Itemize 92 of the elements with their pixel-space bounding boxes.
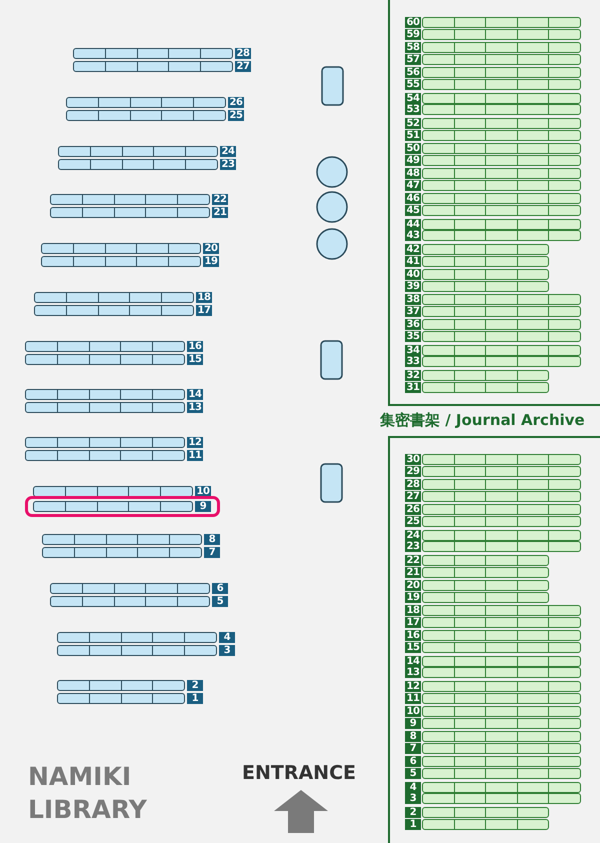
shelf-number: 3 (219, 644, 235, 656)
shelf-number: 20 (203, 243, 219, 254)
shelf-number: 57 (405, 54, 421, 65)
shelf-number: 14 (187, 389, 203, 400)
highlight-frame (25, 496, 220, 516)
shelf-number: 7 (405, 743, 421, 754)
shelf-number: 18 (405, 605, 421, 616)
shelf-number: 18 (196, 292, 212, 303)
shelf-number: 13 (187, 402, 203, 412)
shelf-number: 47 (405, 180, 421, 191)
shelf-number: 53 (405, 104, 421, 116)
shelf-number: 15 (187, 354, 203, 364)
shelf-number: 22 (405, 554, 421, 566)
shelf-number: 39 (405, 280, 421, 292)
shelf-number: 34 (405, 344, 421, 356)
shelf-number: 43 (405, 230, 421, 242)
shelf-number: 38 (405, 294, 421, 306)
shelf-number: 23 (405, 541, 421, 552)
shelf-number: 59 (405, 28, 421, 40)
shelf-number: 12 (405, 680, 421, 692)
shelf-number: 17 (405, 617, 421, 628)
shelf-number: 60 (405, 17, 421, 28)
shelf-number: 48 (405, 168, 421, 180)
shelf-number: 27 (405, 491, 421, 502)
shelf-number: 56 (405, 67, 421, 78)
shelf-number: 50 (405, 143, 421, 154)
shelf-number: 8 (405, 731, 421, 742)
shelf-number: 19 (203, 256, 219, 266)
shelf-number: 16 (405, 630, 421, 642)
shelf-number: 31 (405, 382, 421, 393)
shelf-number: 6 (405, 756, 421, 768)
shelf-number: 42 (405, 244, 421, 255)
shelf-number: 36 (405, 319, 421, 330)
shelf-number: 5 (405, 768, 421, 780)
shelf-number: 10 (405, 706, 421, 717)
area-label: 集密書架 / Journal Archive (380, 411, 586, 430)
shelf-number: 27 (235, 60, 251, 72)
shelf-number: 9 (195, 500, 211, 512)
shelf-number: 45 (405, 205, 421, 216)
shelf-number: 30 (405, 454, 421, 465)
shelf-number: 12 (187, 437, 203, 448)
shelf-number: 16 (187, 341, 203, 352)
shelf-number: 11 (405, 692, 421, 704)
shelf-number: 4 (219, 632, 235, 643)
shelf-number: 20 (405, 580, 421, 591)
shelf-number: 15 (405, 642, 421, 654)
shelf-number: 29 (405, 466, 421, 477)
shelf-number: 49 (405, 154, 421, 166)
shelf-number: 21 (212, 206, 228, 218)
shelf-number: 6 (212, 583, 228, 594)
shelf-number: 55 (405, 79, 421, 90)
shelf-number: 40 (405, 269, 421, 280)
shelf-number: 9 (405, 718, 421, 729)
shelf-number: 4 (405, 782, 421, 793)
shelf-number: 28 (235, 48, 251, 59)
shelf-number: 35 (405, 331, 421, 342)
shelf-number: 44 (405, 218, 421, 230)
shelf-number: 24 (405, 530, 421, 541)
shelf-number: 11 (187, 450, 203, 460)
shelf-number: 26 (228, 97, 244, 108)
shelf-number: 58 (405, 42, 421, 54)
entrance-label: ENTRANCE (242, 762, 357, 785)
shelf-number: 37 (405, 306, 421, 317)
shelf-number: 10 (195, 486, 211, 497)
shelf-number: 22 (212, 194, 228, 205)
shelf-number: 23 (220, 158, 236, 170)
shelf-number: 3 (405, 793, 421, 804)
shelf-number: 5 (212, 596, 228, 606)
shelf-number: 1 (405, 818, 421, 830)
shelf-number: 19 (405, 592, 421, 603)
shelf-number: 28 (405, 479, 421, 490)
shelf-number: 21 (405, 566, 421, 578)
shelf-number: 2 (187, 680, 203, 691)
shelf-number: 24 (220, 146, 236, 157)
shelf-number: 41 (405, 256, 421, 267)
shelf-number: 1 (187, 692, 203, 704)
shelf-number: 14 (405, 656, 421, 667)
shelf-number: 51 (405, 130, 421, 141)
shelf-number: 7 (204, 546, 220, 558)
shelf-number: 26 (405, 504, 421, 516)
shelf-number: 54 (405, 92, 421, 104)
shelf-number: 8 (204, 534, 220, 545)
library-name: NAMIKI LIBRARY (28, 761, 148, 826)
shelf-number: 2 (405, 806, 421, 818)
shelf-number: 33 (405, 356, 421, 368)
shelf-number: 13 (405, 667, 421, 678)
shelf-number: 52 (405, 118, 421, 129)
shelf-number: 25 (405, 516, 421, 528)
shelf-number: 46 (405, 193, 421, 204)
shelf-number: 25 (228, 110, 244, 120)
shelf-number: 17 (196, 304, 212, 316)
shelf-number: 32 (405, 370, 421, 381)
